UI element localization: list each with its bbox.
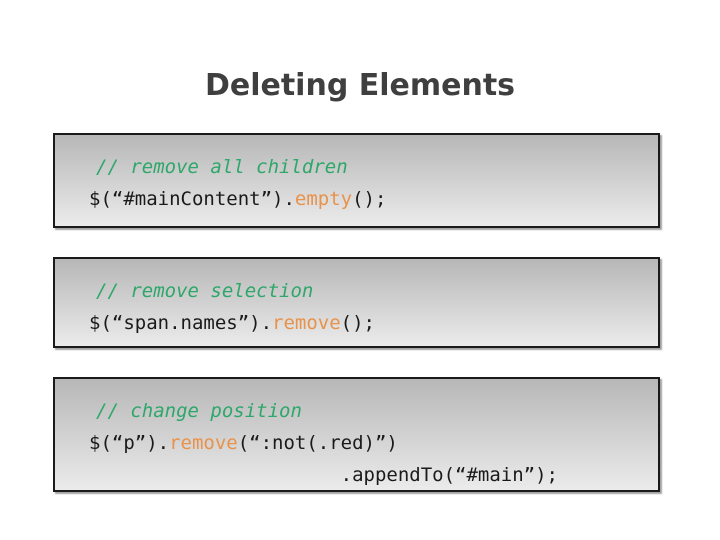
code-line: $(“#mainContent”).empty();: [89, 183, 648, 215]
code-text: ();: [340, 312, 375, 334]
code-line: $(“p”).remove(“:not(.red)”): [89, 427, 648, 459]
code-comment: // remove all children: [96, 156, 348, 178]
method-name: remove: [272, 312, 341, 334]
code-text: (“:not(.red)”): [237, 432, 398, 454]
code-line: $(“span.names”).remove();: [89, 307, 648, 339]
code-comment: // remove selection: [96, 280, 314, 302]
method-name: empty: [294, 188, 353, 210]
code-text: $(“span.names”).: [89, 312, 273, 334]
method-name: remove: [169, 432, 238, 454]
code-line-continuation: .appendTo(“#main”);: [89, 464, 558, 486]
code-text: ();: [352, 188, 387, 210]
code-box-remove-all-children: // remove all children $(“#mainContent”)…: [53, 133, 660, 228]
code-text: $(“#mainContent”).: [89, 188, 295, 210]
page-title: Deleting Elements: [204, 68, 516, 103]
code-comment: // change position: [96, 400, 302, 422]
code-box-remove-selection: // remove selection $(“span.names”).remo…: [53, 257, 660, 348]
code-text: $(“p”).: [89, 432, 170, 454]
code-box-change-position: // change position $(“p”).remove(“:not(.…: [53, 377, 660, 492]
